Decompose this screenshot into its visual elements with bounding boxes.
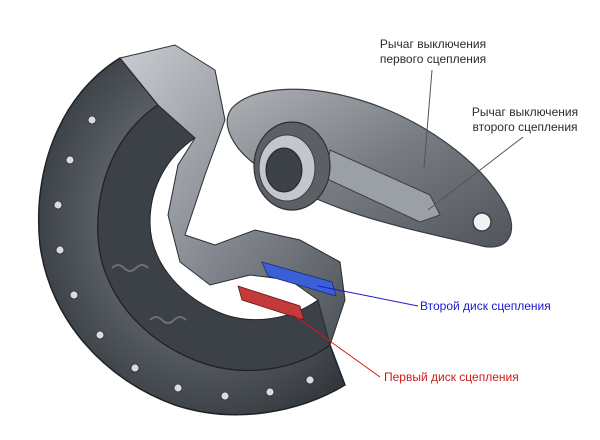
clutch-assembly xyxy=(37,44,346,416)
label-release-lever-1-line1: Рычаг выключения xyxy=(379,37,487,51)
clutch-inner-ring xyxy=(97,104,331,371)
release-mechanism xyxy=(226,88,513,248)
label-clutch-disc-2: Второй диск сцепления xyxy=(420,299,551,313)
damper-springs xyxy=(111,264,187,324)
label-release-lever-2-line2: второго сцепления xyxy=(472,120,578,134)
label-release-lever-2: Рычаг выключения второго сцепления xyxy=(455,105,595,135)
release-bearing-inner xyxy=(265,147,303,193)
label-release-lever-1: Рычаг выключения первого сцепления xyxy=(358,37,508,67)
rim-bolts xyxy=(53,115,315,401)
label-release-lever-2-line1: Рычаг выключения xyxy=(471,105,579,119)
label-clutch-disc-1: Первый диск сцепления xyxy=(384,370,519,384)
clutch-disc-1-section xyxy=(237,285,305,321)
leader-clutch-disc-1 xyxy=(291,313,381,378)
lever-pivot-hole xyxy=(472,212,492,232)
leader-lines xyxy=(291,69,524,378)
leader-release-lever-2 xyxy=(427,136,524,211)
label-release-lever-1-line2: первого сцепления xyxy=(379,52,487,66)
clutch-disc-2-section xyxy=(261,261,337,297)
leader-release-lever-1 xyxy=(423,69,433,169)
leader-clutch-disc-2 xyxy=(317,285,419,307)
